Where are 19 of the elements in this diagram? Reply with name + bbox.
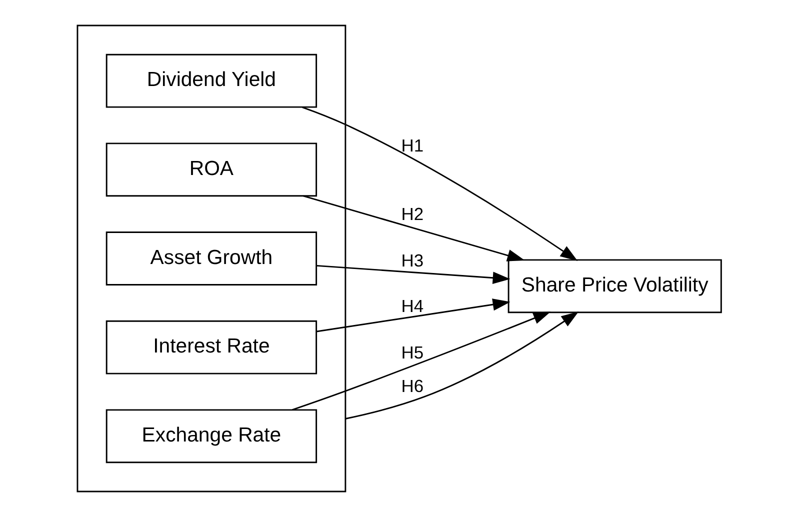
- edge-label: H3: [401, 250, 424, 271]
- node-box: ROA: [106, 142, 318, 197]
- node-box: Asset Growth: [106, 232, 318, 286]
- arrow: [316, 298, 510, 332]
- node-box: Exchange Rate: [106, 409, 318, 464]
- cluster: [76, 24, 346, 492]
- node-box: Dividend Yield: [106, 54, 318, 108]
- arrow: [303, 195, 525, 262]
- arrow: [316, 264, 510, 284]
- edge-label: H1: [401, 136, 424, 156]
- node-box: Interest Rate: [106, 320, 318, 374]
- edge-label: H2: [401, 204, 424, 224]
- node-box: Share Price Volatility: [508, 259, 722, 314]
- arrow: [345, 311, 579, 420]
- arrow: [292, 312, 551, 410]
- arrow: [302, 106, 578, 262]
- edge-label: H6: [401, 376, 424, 396]
- edge-label: H5: [401, 342, 424, 362]
- edge-label: H4: [401, 296, 424, 316]
